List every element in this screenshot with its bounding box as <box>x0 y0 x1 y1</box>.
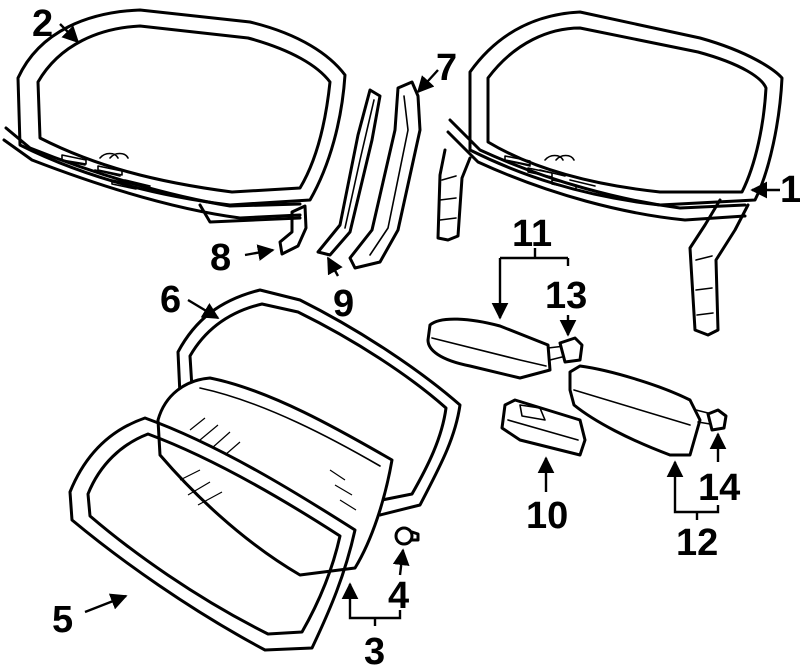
callout-3: 3 <box>364 631 385 667</box>
callout-11: 11 <box>512 213 552 255</box>
windshield-frame-left <box>2 8 347 224</box>
visor-holder-13 <box>558 336 584 364</box>
callout-4: 4 <box>388 575 409 617</box>
weatherstrip-5 <box>68 416 357 652</box>
callout-13: 13 <box>545 275 587 317</box>
callout-1: 1 <box>780 169 800 211</box>
clip-4 <box>394 526 420 546</box>
pillar-molding-9 <box>316 88 382 257</box>
vanity-mirror-10 <box>500 398 587 457</box>
callout-7: 7 <box>436 47 457 89</box>
sun-visor-11 <box>426 317 567 380</box>
windshield-frame-right <box>436 10 784 337</box>
callout-6: 6 <box>160 279 181 321</box>
pillar-molding-7 <box>348 80 422 270</box>
callout-5: 5 <box>52 599 73 641</box>
callout-14: 14 <box>698 467 740 509</box>
leader-lines <box>59 23 780 626</box>
callout-2: 2 <box>32 3 53 45</box>
windshield-glass-3 <box>156 376 394 577</box>
visor-clip-14 <box>706 408 728 432</box>
sun-visor-12 <box>568 364 713 457</box>
garnish-bracket-8 <box>278 204 308 256</box>
callout-12: 12 <box>676 522 718 564</box>
callout-9: 9 <box>333 283 354 325</box>
callout-8: 8 <box>210 237 231 279</box>
callout-10: 10 <box>526 495 568 537</box>
